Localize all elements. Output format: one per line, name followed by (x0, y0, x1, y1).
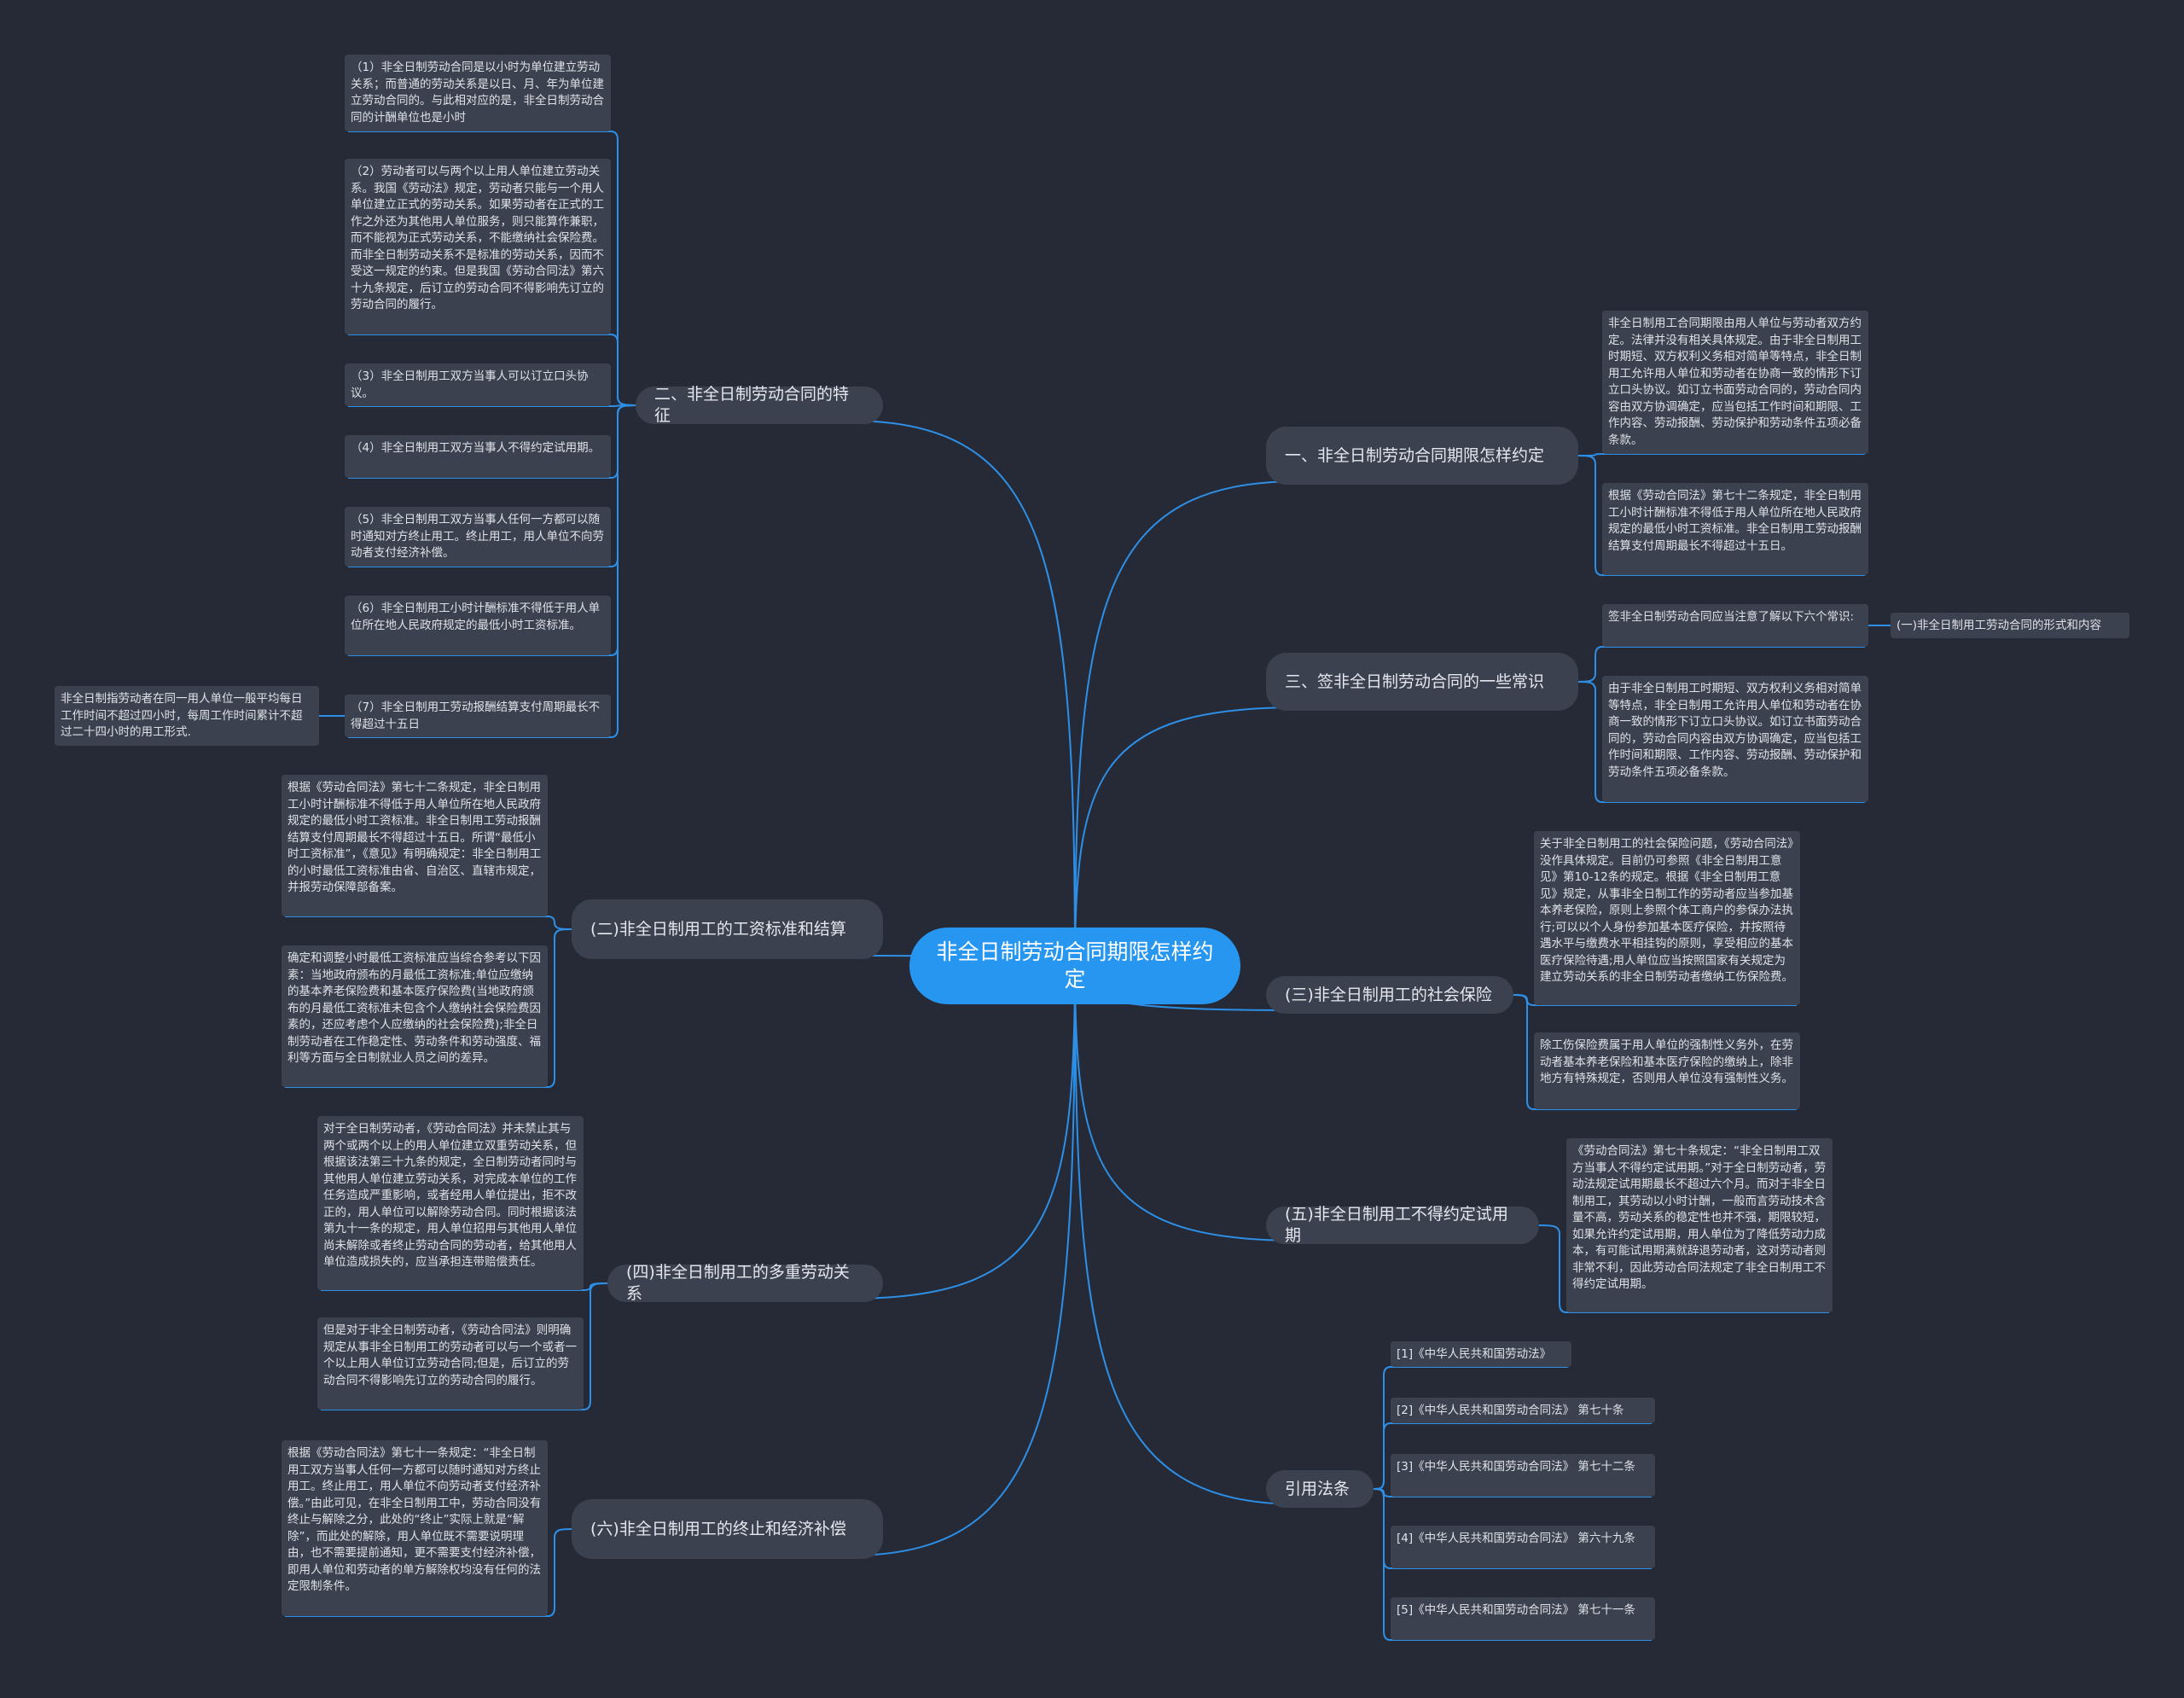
branch-multiple-relations[interactable]: (四)非全日制用工的多重劳动关系 (607, 1263, 883, 1303)
link-root-branch-termination-compensation (592, 965, 1076, 1556)
link-branch-termination-compensation-0 (285, 1528, 572, 1617)
leaf-law-2[interactable]: [2]《中华人民共和国劳动合同法》 第七十条 (1391, 1398, 1655, 1423)
link-branch-contract-features-6 (348, 404, 636, 738)
leaf-law-1[interactable]: [1]《中华人民共和国劳动法》 (1391, 1341, 1571, 1367)
link-branch-wage-standard-0 (285, 916, 572, 930)
root-topic[interactable]: 非全日制劳动合同期限怎样约定 (909, 928, 1240, 1004)
leaf-feature-7-detail[interactable]: 非全日制指劳动者在同一用人单位一般平均每日工作时间不超过四小时，每周工作时间累计… (55, 686, 319, 746)
link-branch-cited-laws-4 (1373, 1488, 1652, 1641)
branch-wage-standard[interactable]: (二)非全日制用工的工资标准和结算 (572, 899, 883, 959)
leaf-feature-1[interactable]: （1）非全日制劳动合同是以小时为单位建立劳动关系；而普通的劳动关系是以日、月、年… (345, 55, 611, 131)
leaf-feature-2[interactable]: （2）劳动者可以与两个以上用人单位建立劳动关系。我国《劳动法》规定，劳动者只能与… (345, 159, 611, 334)
leaf-multi-1[interactable]: 对于全日制劳动者，《劳动合同法》并未禁止其与两个或两个以上的用人单位建立双重劳动… (317, 1116, 584, 1290)
link-root-branch-multiple-relations (628, 965, 1076, 1300)
link-root-branch-no-probation (1074, 965, 1519, 1242)
link-branch-signing-tips-1 (1577, 681, 1865, 803)
link-branch-no-probation-0 (1538, 1224, 1829, 1313)
link-root-branch-cited-laws (1074, 965, 1353, 1505)
leaf-wage-2[interactable]: 确定和调整小时最低工资标准应当综合参考以下因素：当地政府颁布的月最低工资标准;单… (282, 945, 548, 1087)
leaf-insurance-2[interactable]: 除工伤保险费属于用人单位的强制性义务外，在劳动者基本养老保险和基本医疗保险的缴纳… (1534, 1032, 1800, 1109)
leaf-term-2[interactable]: 根据《劳动合同法》第七十二条规定，非全日制用工小时计酬标准不得低于用人单位所在地… (1602, 483, 1868, 575)
leaf-feature-6[interactable]: （6）非全日制用工小时计酬标准不得低于用人单位所在地人民政府规定的最低小时工资标… (345, 596, 611, 655)
link-branch-term-agreement-1 (1577, 455, 1865, 576)
branch-term-agreement[interactable]: 一、非全日制劳动合同期限怎样约定 (1266, 427, 1578, 485)
leaf-law-5[interactable]: [5]《中华人民共和国劳动合同法》 第七十一条 (1391, 1597, 1655, 1640)
leaf-feature-3[interactable]: （3）非全日制用工双方当事人可以订立口头协议。 (345, 363, 611, 406)
leaf-multi-2[interactable]: 但是对于非全日制劳动者，《劳动合同法》则明确规定从事非全日制用工的劳动者可以与一… (317, 1317, 584, 1410)
branch-signing-tips[interactable]: 三、签非全日制劳动合同的一些常识 (1266, 653, 1578, 711)
link-branch-wage-standard-1 (285, 928, 572, 1088)
leaf-tips-1[interactable]: 签非全日制劳动合同应当注意了解以下六个常识: (1602, 604, 1868, 647)
link-root-branch-signing-tips (1074, 707, 1558, 967)
leaf-feature-7[interactable]: （7）非全日制用工劳动报酬结算支付周期最长不得超过十五日 (345, 695, 611, 737)
leaf-feature-4[interactable]: （4）非全日制用工双方当事人不得约定试用期。 (345, 435, 611, 478)
link-branch-multiple-relations-1 (321, 1282, 608, 1410)
branch-no-probation[interactable]: (五)非全日制用工不得约定试用期 (1266, 1205, 1539, 1245)
branch-cited-laws[interactable]: 引用法条 (1266, 1470, 1374, 1508)
leaf-termination-1[interactable]: 根据《劳动合同法》第七十一条规定：“非全日制用工双方当事人任何一方都可以随时通知… (282, 1440, 548, 1616)
link-root-branch-contract-features (656, 420, 1076, 967)
leaf-probation-1[interactable]: 《劳动合同法》第七十条规定：“非全日制用工双方当事人不得约定试用期。”对于全日制… (1566, 1138, 1833, 1312)
link-branch-social-insurance-1 (1513, 994, 1797, 1110)
link-branch-term-agreement-0 (1577, 453, 1865, 456)
leaf-tips-2[interactable]: 由于非全日制用工时期短、双方权利义务相对简单等特点，非全日制用工允许用人单位和劳… (1602, 676, 1868, 802)
branch-termination-compensation[interactable]: (六)非全日制用工的终止和经济补偿 (572, 1499, 883, 1559)
leaf-law-4[interactable]: [4]《中华人民共和国劳动合同法》 第六十九条 (1391, 1526, 1655, 1568)
branch-social-insurance[interactable]: (三)非全日制用工的社会保险 (1266, 976, 1513, 1014)
leaf-tips-1-detail[interactable]: (一)非全日制用工劳动合同的形式和内容 (1891, 613, 2129, 638)
leaf-wage-1[interactable]: 根据《劳动合同法》第七十二条规定，非全日制用工小时计酬标准不得低于用人单位所在地… (282, 775, 548, 916)
leaf-feature-5[interactable]: （5）非全日制用工双方当事人任何一方都可以随时通知对方终止用工。终止用工，用人单… (345, 507, 611, 567)
leaf-law-3[interactable]: [3]《中华人民共和国劳动合同法》 第七十二条 (1391, 1454, 1655, 1497)
link-root-branch-term-agreement (1074, 480, 1558, 967)
leaf-term-1[interactable]: 非全日制用工合同期限由用人单位与劳动者双方约定。法律并没有相关具体规定。由于非全… (1602, 311, 1868, 454)
leaf-insurance-1[interactable]: 关于非全日制用工的社会保险问题，《劳动合同法》没作具体规定。目前仍可参照《非全日… (1534, 831, 1800, 1005)
branch-contract-features[interactable]: 二、非全日制劳动合同的特征 (636, 385, 883, 425)
